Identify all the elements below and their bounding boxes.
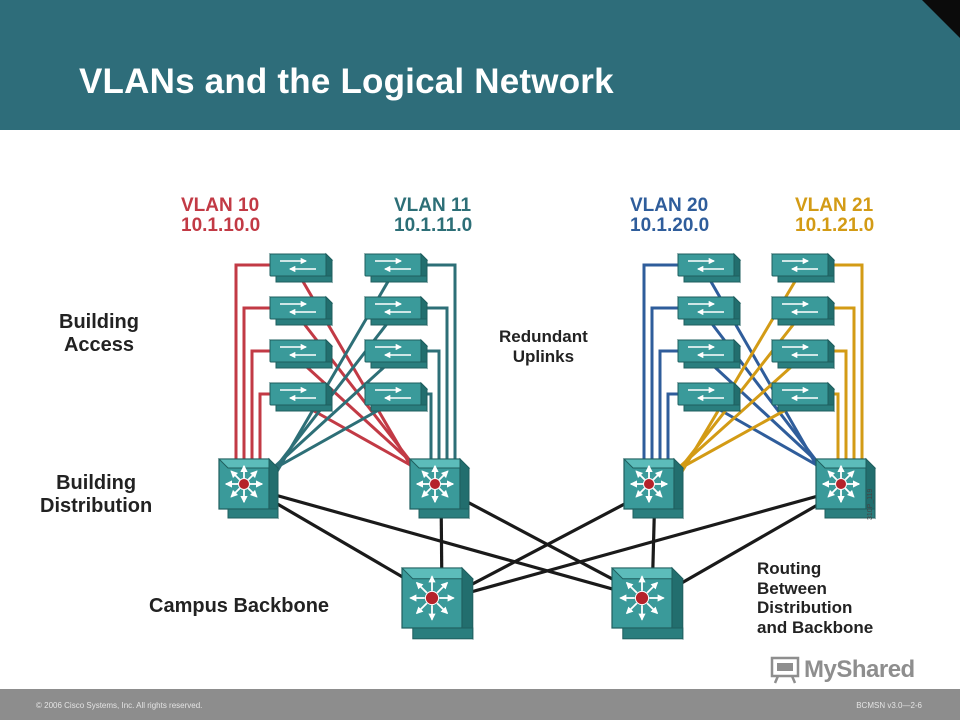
vlan-10-subnet: 10.1.10.0: [181, 214, 261, 236]
vlan-21-name: VLAN 21: [795, 195, 874, 216]
slide-title: VLANs and the Logical Network: [79, 62, 614, 101]
redundant-uplinks-label: Redundant Uplinks: [499, 327, 588, 366]
slide-footer: © 2006 Cisco Systems, Inc. All rights re…: [0, 689, 960, 720]
copyright-text: © 2006 Cisco Systems, Inc. All rights re…: [36, 701, 203, 710]
network-diagram: [217, 252, 877, 641]
slide-header: VLANs and the Logical Network: [0, 0, 960, 130]
building-access-label: Building Access: [59, 311, 139, 356]
core-switch-1: [610, 566, 685, 641]
uplink-diagonal-s2-r2: [704, 357, 839, 482]
distribution-switch-3: [814, 457, 877, 520]
access-switch-s2-r1: [676, 295, 742, 327]
header-corner-decoration: [922, 0, 960, 38]
access-switch-s1-r2: [363, 338, 429, 370]
backbone-link-d3-c1: [651, 486, 848, 602]
access-switch-s3-r1: [770, 295, 836, 327]
access-switch-s2-r0: [676, 252, 742, 284]
figure-code: 310P_119: [867, 488, 874, 520]
routing-note-label: Routing Between Distribution and Backbon…: [757, 559, 874, 637]
access-switch-s0-r0: [268, 252, 334, 284]
access-switch-s2-r2: [676, 338, 742, 370]
access-switch-s1-r3: [363, 381, 429, 413]
access-switch-s1-r1: [363, 295, 429, 327]
vlan-21-label: VLAN 21 10.1.21.0: [795, 196, 874, 236]
vlan-11-label: VLAN 11 10.1.11.0: [394, 196, 472, 236]
vlan-20-label: VLAN 20 10.1.20.0: [630, 196, 709, 236]
backbone-link-d2-c0: [441, 486, 656, 602]
access-switch-s3-r3: [770, 381, 836, 413]
uplink-links: [234, 263, 864, 482]
access-switch-s3-r2: [770, 338, 836, 370]
backbone-link-d0-c1: [249, 486, 653, 602]
presentation-icon: [770, 656, 800, 684]
uplink-diagonal-s3-r2: [663, 357, 802, 482]
access-switch-s2-r3: [676, 381, 742, 413]
core-switch-0: [400, 566, 475, 641]
myshared-logo: MyShared: [770, 656, 915, 684]
campus-backbone-label: Campus Backbone: [149, 595, 330, 617]
access-switch-s0-r2: [268, 338, 334, 370]
vlan-20-subnet: 10.1.20.0: [630, 214, 710, 236]
course-code: BCMSN v3.0—2-6: [856, 701, 922, 710]
access-switch-s0-r3: [268, 381, 334, 413]
switches-layer: [217, 252, 877, 641]
vlan-21-subnet: 10.1.21.0: [795, 214, 875, 236]
backbone-link-d3-c0: [441, 486, 848, 602]
vlan-11-subnet: 10.1.11.0: [394, 214, 473, 236]
vlan-10-name: VLAN 10: [181, 195, 260, 216]
distribution-switch-1: [408, 457, 471, 520]
access-switch-s1-r0: [363, 252, 429, 284]
distribution-switch-0: [217, 457, 280, 520]
access-switch-s3-r0: [770, 252, 836, 284]
vlan-10-label: VLAN 10 10.1.10.0: [181, 196, 260, 236]
vlan-11-name: VLAN 11: [394, 195, 472, 216]
logo-text: MyShared: [804, 656, 915, 683]
distribution-switch-2: [622, 457, 685, 520]
access-switch-s0-r1: [268, 295, 334, 327]
building-distribution-label: Building Distribution: [40, 472, 153, 517]
vlan-20-name: VLAN 20: [630, 195, 709, 216]
uplink-diagonal-s1-r2: [258, 357, 395, 482]
